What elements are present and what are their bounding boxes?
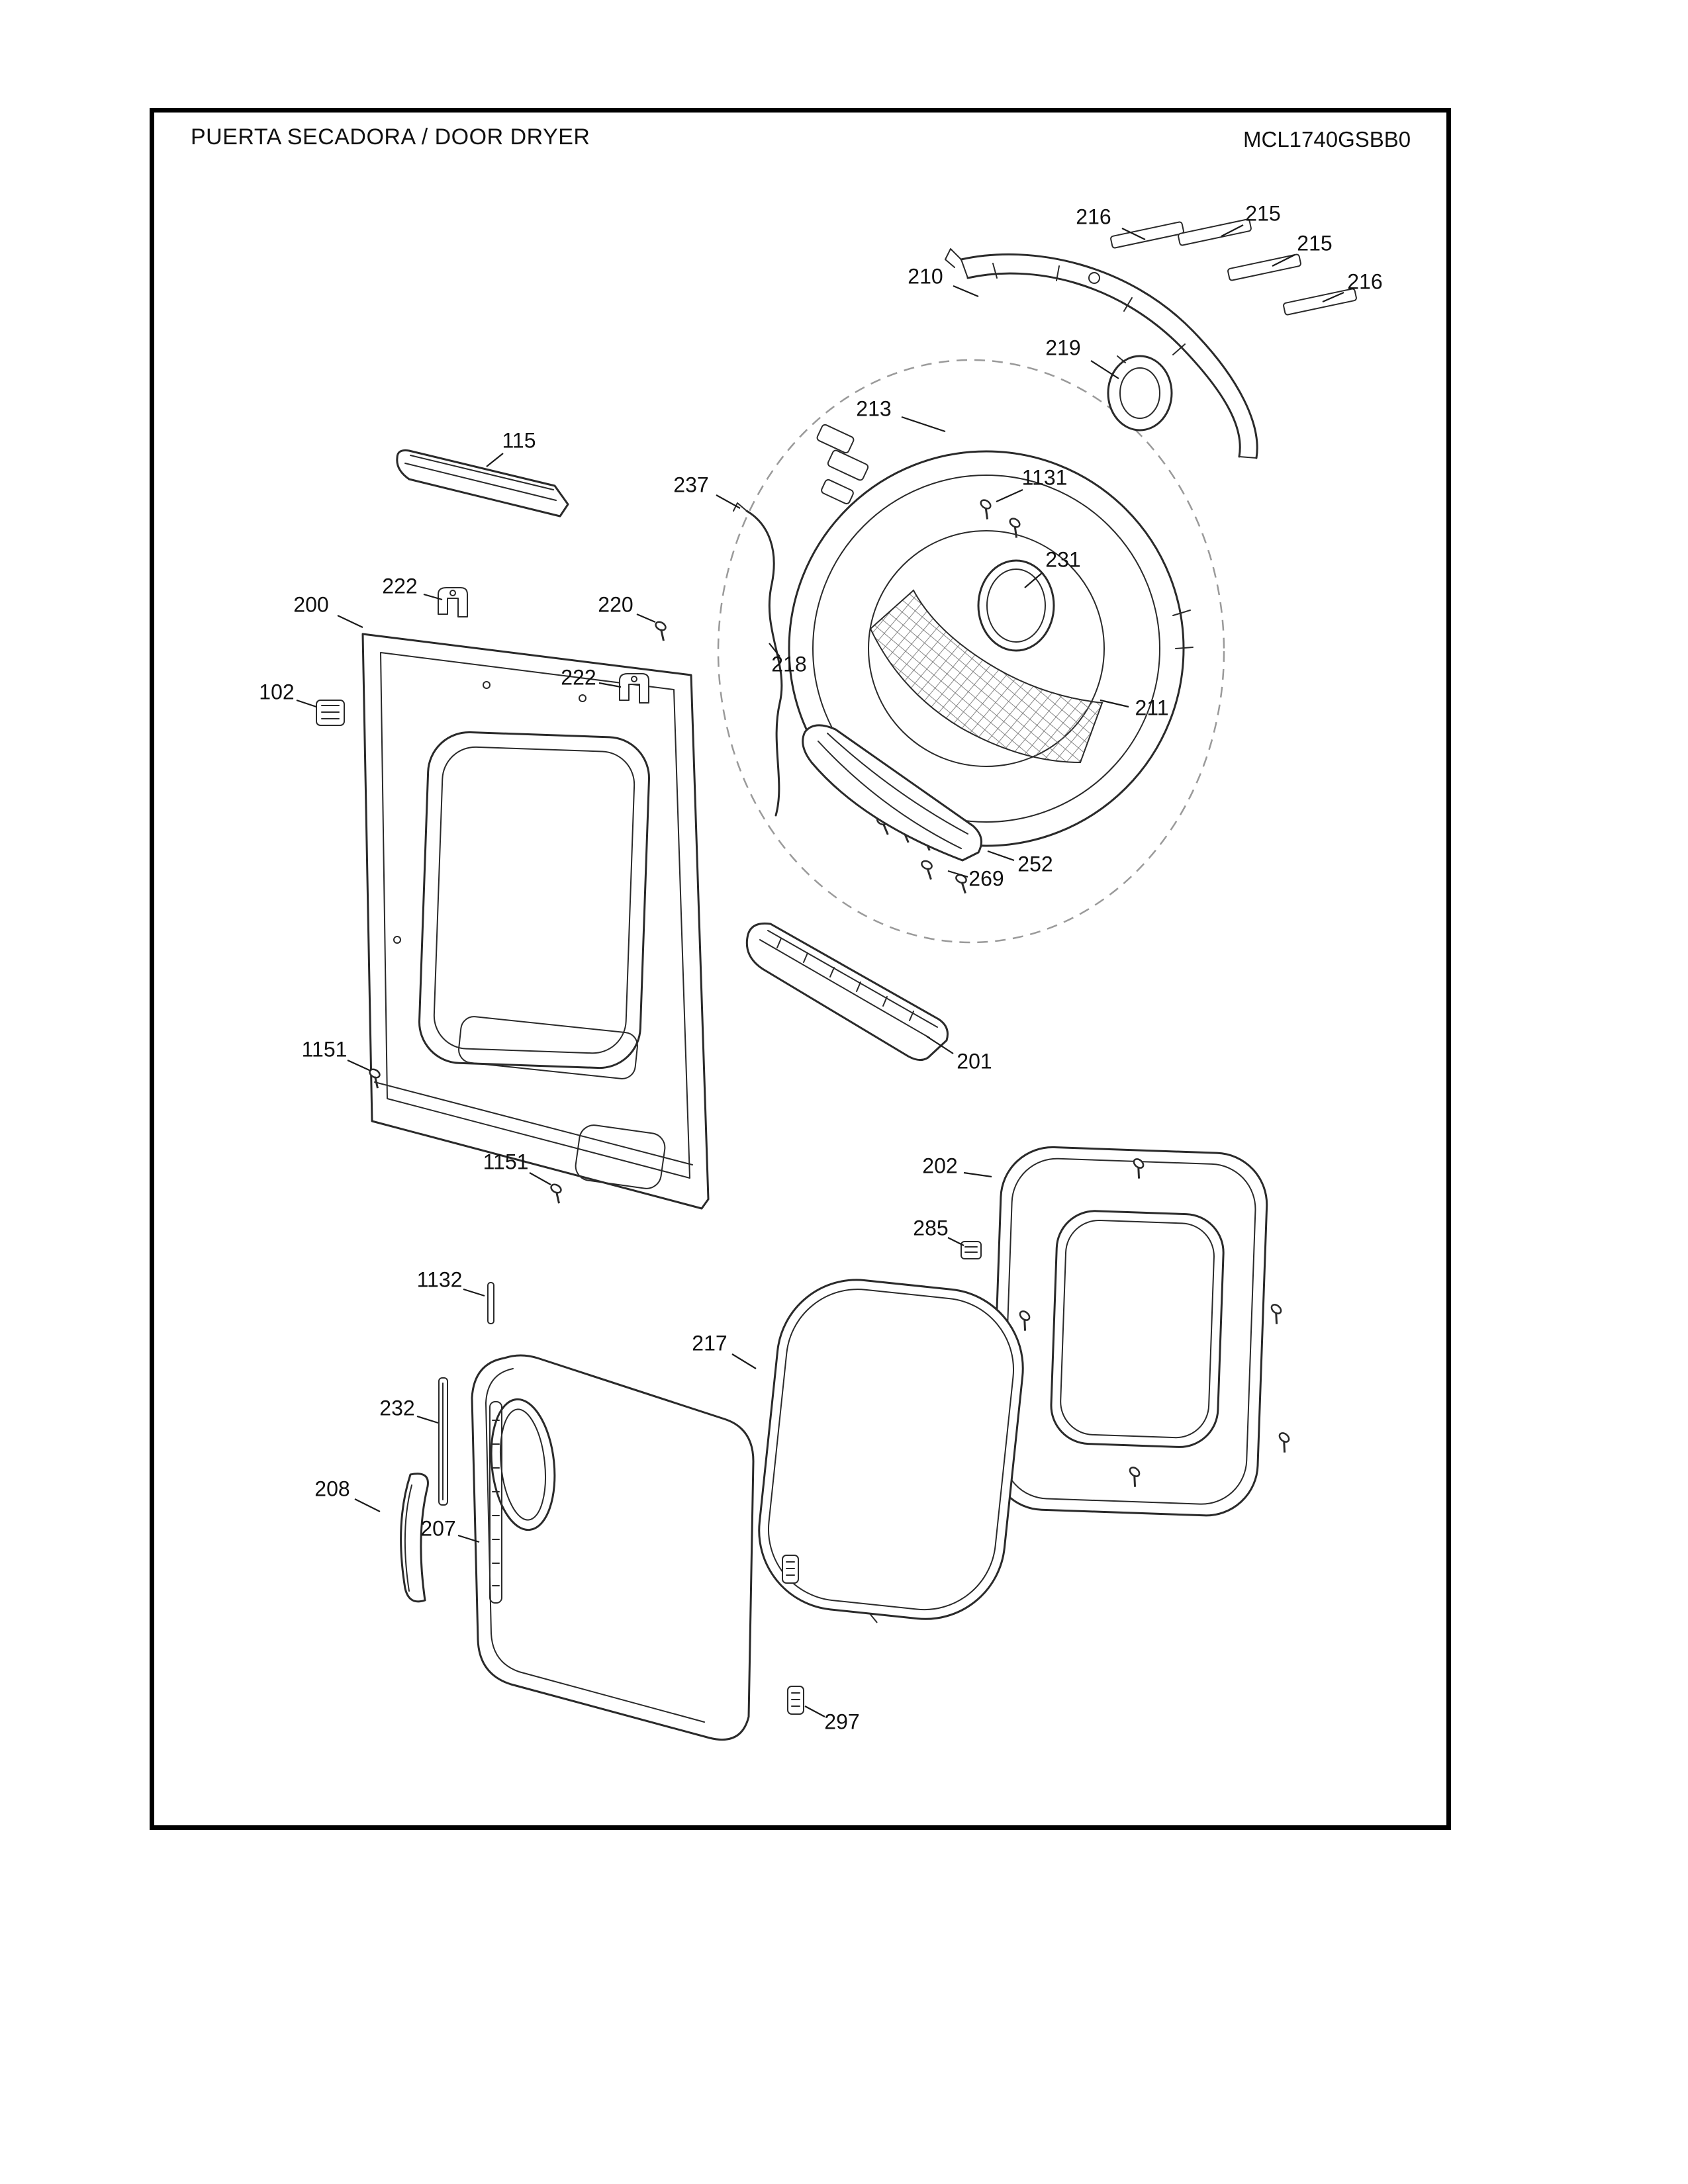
part-number-1131: 1131 — [1022, 465, 1068, 489]
part-number-210: 210 — [908, 264, 943, 288]
part-number-215: 215 — [1245, 201, 1280, 225]
part-number-1151: 1151 — [483, 1150, 529, 1173]
door-panel-207 — [471, 1354, 755, 1741]
part-number-218: 218 — [771, 652, 806, 676]
part-number-232: 232 — [379, 1396, 414, 1420]
leader-line-215 — [1221, 224, 1244, 237]
part-number-102: 102 — [259, 680, 294, 704]
part-number-200: 200 — [293, 592, 328, 616]
leader-line-202 — [963, 1171, 992, 1178]
dashed-reference-circle — [717, 359, 1225, 944]
front-panel-200 — [361, 633, 710, 1210]
part-number-211: 211 — [1135, 696, 1168, 719]
leader-line-252 — [987, 850, 1015, 862]
part-number-231: 231 — [1045, 547, 1080, 571]
part-number-220: 220 — [598, 592, 633, 616]
clip-102 — [316, 700, 345, 726]
part-number-215: 215 — [1297, 231, 1332, 255]
leader-line-297 — [804, 1706, 825, 1717]
hinge-strip — [489, 1401, 502, 1604]
model-number: MCL1740GSBB0 — [1243, 127, 1411, 152]
leader-line-216 — [1121, 228, 1146, 240]
leader-line-232 — [416, 1415, 439, 1424]
top-trim-115 — [396, 449, 569, 518]
strip-1132 — [487, 1282, 494, 1324]
leader-line-207 — [457, 1534, 480, 1543]
clip-285 — [961, 1241, 982, 1259]
leader-line-231 — [1024, 572, 1043, 588]
leader-line-218 — [769, 643, 780, 657]
part-number-252: 252 — [1017, 852, 1053, 876]
leader-line-211 — [1100, 699, 1129, 708]
duct-cover-252 — [802, 724, 982, 895]
screw-220 — [649, 619, 673, 642]
leader-line-285 — [947, 1237, 964, 1246]
leader-line-1132 — [463, 1288, 485, 1297]
leader-line-222 — [598, 682, 622, 688]
hinge-cluster — [816, 424, 869, 505]
leader-line-215 — [1272, 254, 1295, 267]
part-number-1132: 1132 — [417, 1267, 463, 1291]
leader-line-217 — [731, 1353, 757, 1369]
part-number-202: 202 — [922, 1154, 957, 1177]
part-number-207: 207 — [420, 1516, 455, 1540]
leader-line-1151 — [347, 1059, 371, 1072]
part-number-222: 222 — [382, 574, 417, 598]
part-number-213: 213 — [856, 396, 891, 420]
part-number-285: 285 — [913, 1216, 948, 1240]
leader-line-220 — [636, 613, 656, 623]
part-number-297: 297 — [824, 1709, 859, 1733]
leader-line-1151 — [529, 1172, 551, 1185]
leader-line-213 — [901, 416, 946, 433]
strip-232 — [438, 1377, 448, 1506]
part-number-216: 216 — [1347, 269, 1382, 293]
top-cover-arc-210 — [945, 248, 1258, 459]
gasket-217 — [758, 1279, 1024, 1623]
part-number-216: 216 — [1076, 205, 1111, 228]
part-number-201: 201 — [957, 1049, 992, 1073]
part-number-237: 237 — [673, 473, 708, 496]
filter-handle-201 — [745, 922, 949, 1061]
leader-line-216 — [1322, 291, 1344, 303]
part-number-222: 222 — [561, 665, 596, 689]
leader-line-200 — [337, 615, 363, 628]
leader-line-1131 — [996, 488, 1023, 503]
part-number-217: 217 — [692, 1331, 727, 1355]
leader-line-115 — [486, 453, 504, 467]
bracket-222-b — [619, 673, 649, 704]
leader-line-269 — [947, 870, 968, 878]
leader-line-201 — [926, 1036, 954, 1054]
leader-line-219 — [1090, 360, 1119, 379]
part-number-208: 208 — [314, 1477, 350, 1500]
leader-line-102 — [296, 699, 317, 708]
leader-line-222 — [423, 593, 443, 601]
door-frame-202 — [990, 1146, 1268, 1517]
part-number-269: 269 — [968, 866, 1004, 890]
leader-line-208 — [354, 1498, 381, 1512]
part-number-1151: 1151 — [302, 1037, 348, 1061]
bracket-222-a — [438, 587, 468, 617]
leader-line-237 — [716, 494, 741, 509]
leader-line-210 — [953, 285, 979, 298]
part-number-219: 219 — [1045, 336, 1080, 359]
clip-297 — [787, 1686, 804, 1715]
clip-297-upper — [782, 1555, 799, 1584]
oval-ring-219 — [1107, 355, 1173, 432]
door-frame-assembly-213-211 — [788, 424, 1194, 852]
diagram-title: PUERTA SECADORA / DOOR DRYER — [191, 124, 590, 150]
callouts-layer: 216 215 215 216 210 219 213 115 237 1131 231 222 200… — [259, 201, 1382, 1733]
part-number-115: 115 — [502, 428, 536, 452]
handle-208 — [400, 1473, 429, 1603]
